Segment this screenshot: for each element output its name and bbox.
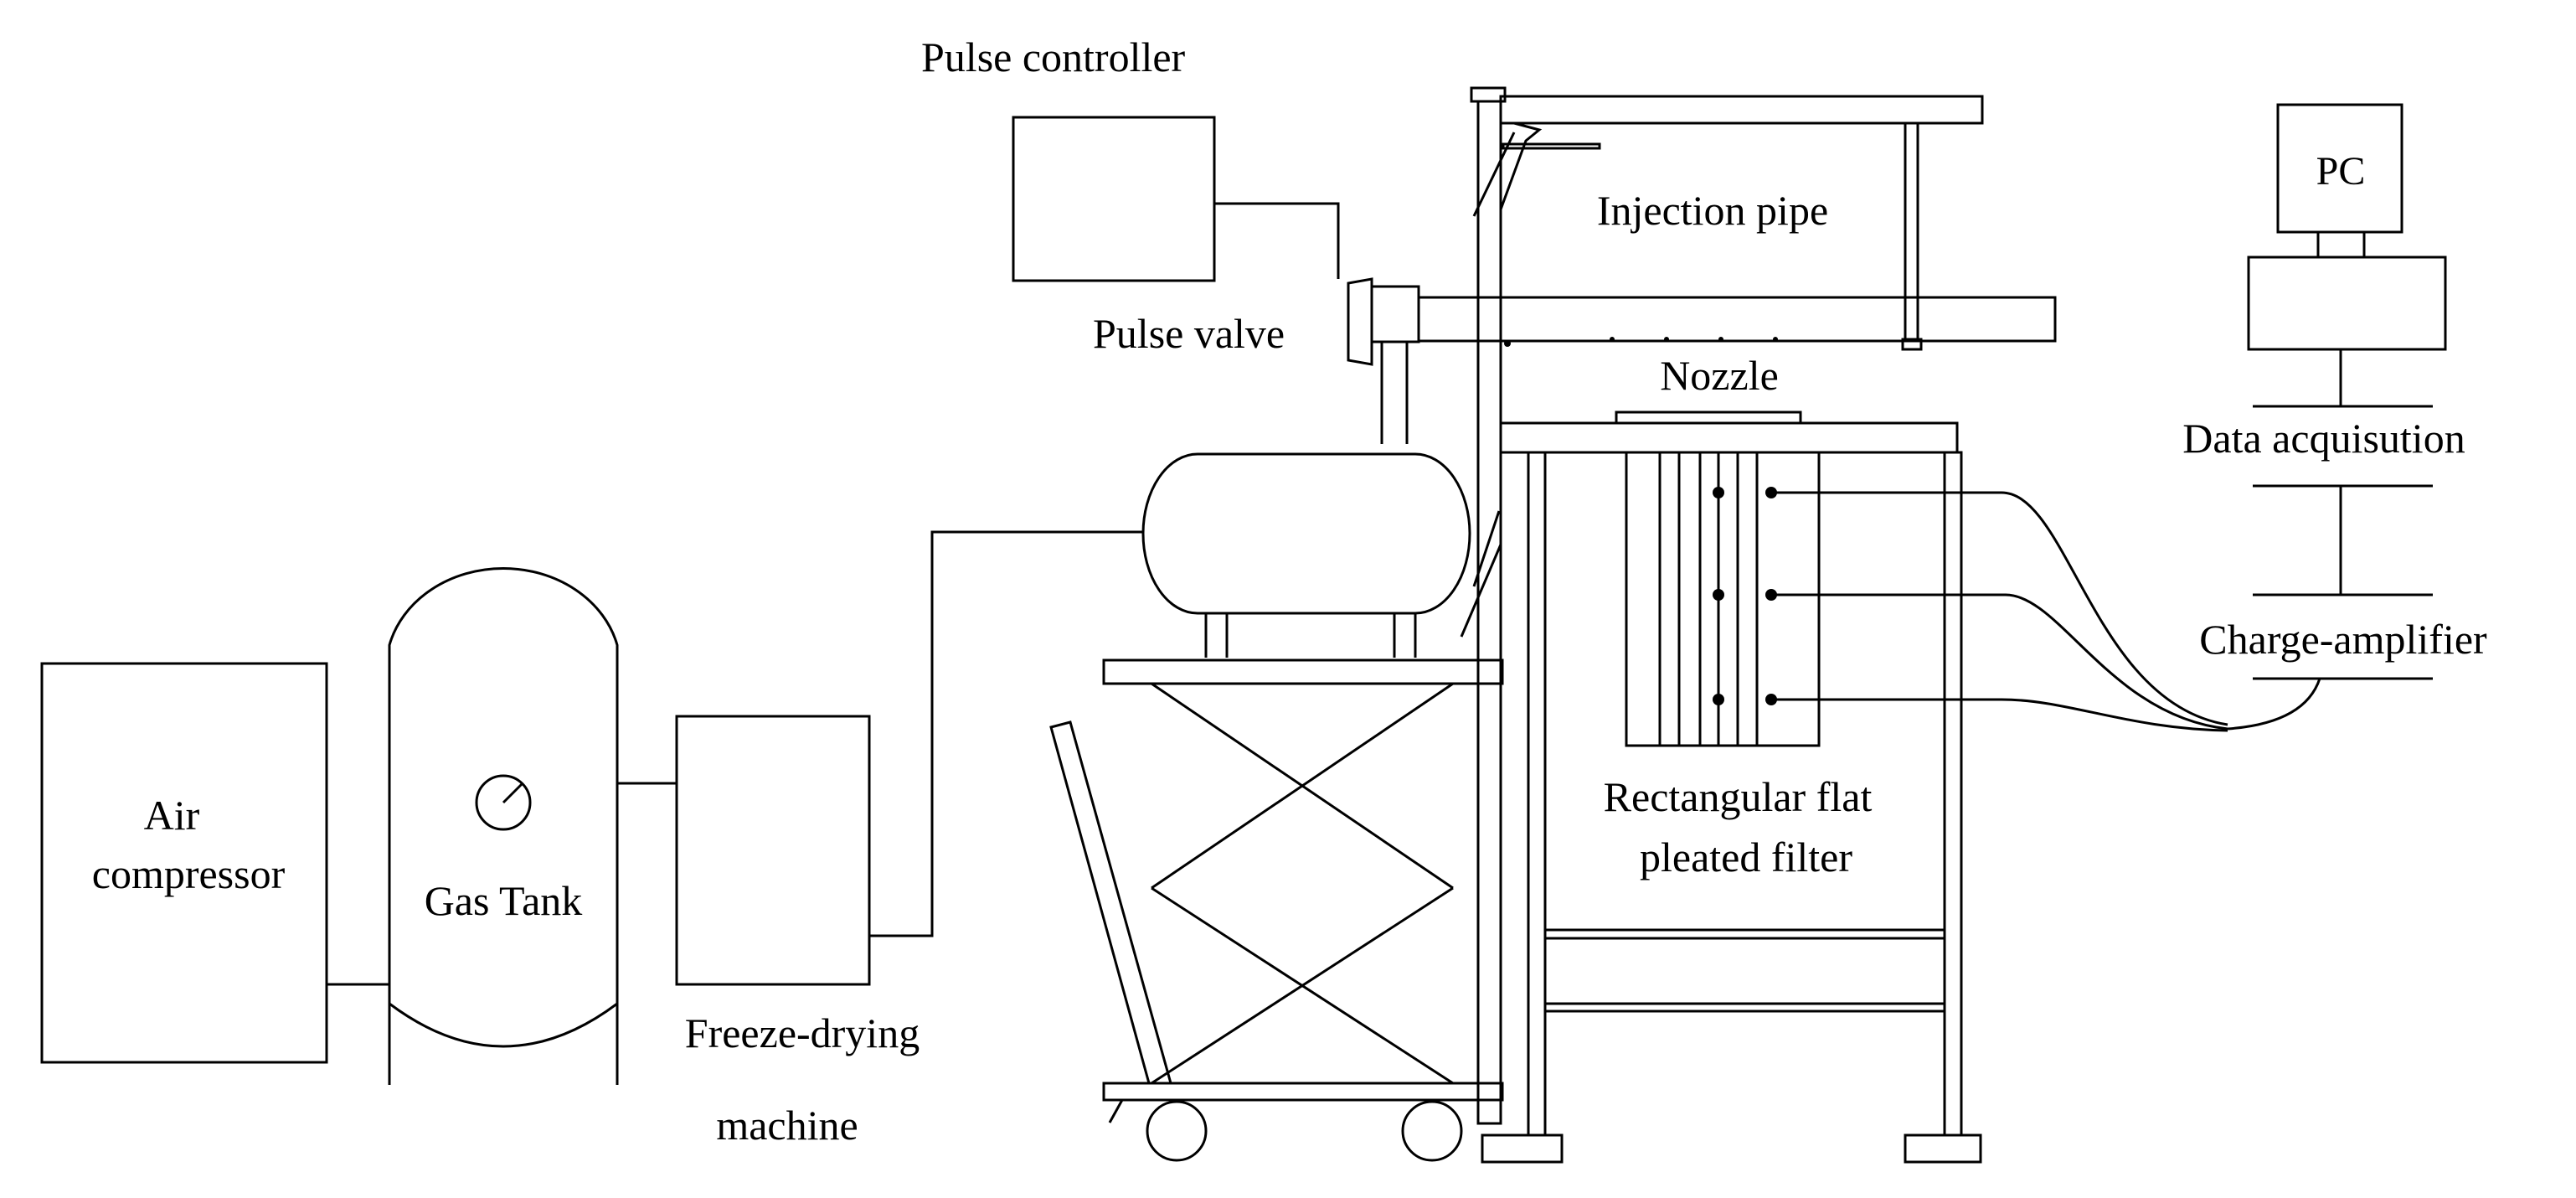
pressure-gauge-icon [475, 774, 532, 831]
frame-foot-right [1904, 1133, 1982, 1164]
charge-amplifier-label: Charge-amplifier [2199, 616, 2487, 663]
lift-top-platform [1102, 658, 1504, 685]
frame-foot-left [1481, 1133, 1564, 1164]
pc-label: PC [2316, 149, 2366, 194]
controller-signal-cable [1214, 202, 1340, 279]
pulse-controller: Pulse controller [921, 34, 1216, 282]
lift-bottom-platform [1102, 1082, 1504, 1102]
frame-top-beam [1499, 95, 1984, 125]
gas-tank-label: Gas Tank [425, 877, 583, 924]
air-compressor-label-line2: compressor [92, 850, 286, 897]
air-compressor-label-line1: Air [144, 792, 200, 839]
sensor-bottom [1713, 694, 1724, 705]
frame-left-post [1476, 100, 1502, 1125]
sensor-cables [1771, 491, 2321, 732]
dryer-to-reservoir-pipe [869, 530, 1143, 937]
charge-amplifier: Charge-amplifier [2199, 593, 2487, 680]
cart-wheel-left [1146, 1100, 1208, 1162]
sensor-top [1713, 487, 1724, 498]
cart-wheel-right [1401, 1100, 1463, 1162]
filter-label-line2: pleated filter [1640, 834, 1852, 880]
pulse-valve: Pulse valve [1093, 277, 1420, 444]
gas-tank: Gas Tank [388, 566, 619, 1085]
air-compressor: Air compressor [40, 662, 328, 1064]
frame-shelf-beam [1499, 421, 1959, 454]
frame-inner-left-post [1527, 451, 1547, 1137]
nozzle: Nozzle [1615, 352, 1802, 425]
cart-handle [1049, 720, 1172, 1085]
pc-unit [2247, 256, 2447, 351]
injection-pipe: Injection pipe [1417, 187, 2057, 347]
air-reservoir [1141, 452, 1471, 658]
data-acquisition: Data acquisution [2182, 405, 2465, 595]
support-frame [1460, 86, 1984, 1164]
sensor-middle [1713, 589, 1724, 601]
data-acquisition-label: Data acquisution [2182, 415, 2465, 462]
nozzle-label: Nozzle [1660, 352, 1779, 399]
injection-pipe-label: Injection pipe [1597, 187, 1828, 234]
freeze-drying-machine: Freeze-drying machine [675, 715, 920, 1149]
filter-label-line1: Rectangular flat [1604, 773, 1873, 820]
pulse-controller-label: Pulse controller [921, 34, 1186, 80]
freeze-drying-label-line2: machine [716, 1102, 858, 1149]
pulse-valve-label: Pulse valve [1093, 310, 1285, 357]
scissor-lift-cart [1049, 658, 1504, 1162]
pc: PC [2247, 103, 2447, 406]
frame-right-post [1943, 451, 1963, 1137]
frame-right-hanger [1904, 121, 1919, 343]
pleated-filter: Rectangular flat pleated filter [1604, 451, 1873, 880]
freeze-drying-label-line1: Freeze-drying [685, 1010, 920, 1056]
